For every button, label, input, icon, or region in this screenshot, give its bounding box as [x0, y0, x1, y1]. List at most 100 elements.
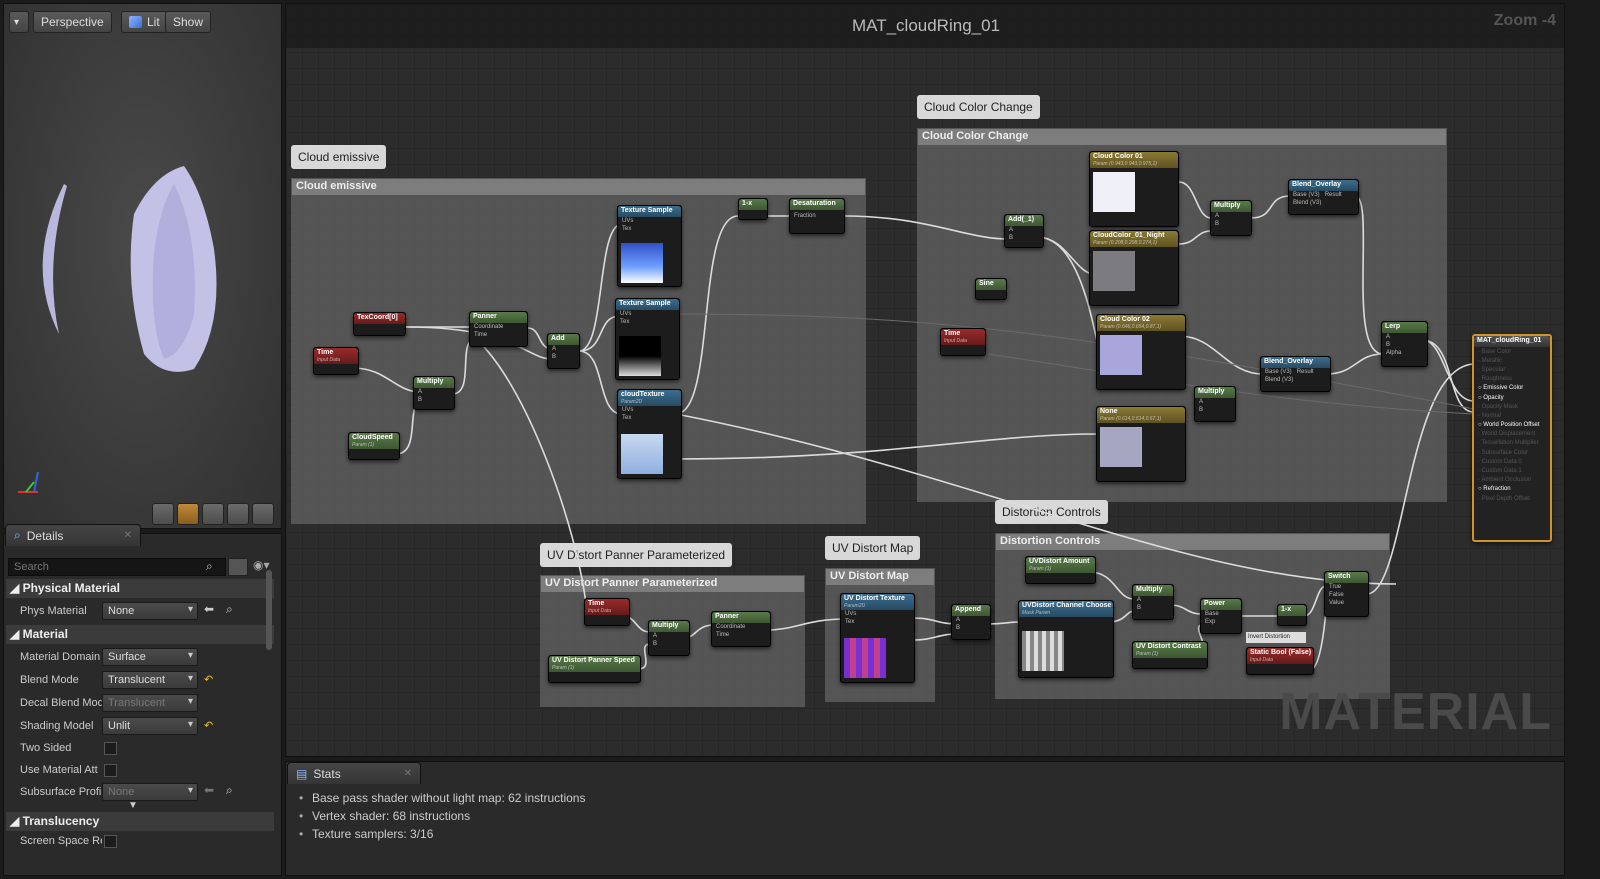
pin-a[interactable]: A [1009, 227, 1014, 233]
pin-b[interactable]: B [552, 354, 557, 360]
node-texcoord[interactable]: TexCoord[0] [353, 312, 406, 336]
result-pin[interactable]: · Custom Data 0 [1478, 458, 1522, 465]
pin-uvs[interactable]: UVs [622, 407, 634, 413]
result-pin[interactable]: · Ambient Occlusion [1478, 477, 1532, 484]
pin-value[interactable]: Value [1329, 600, 1344, 606]
pin-a[interactable]: A [653, 633, 658, 639]
pin-a[interactable]: A [418, 389, 423, 395]
result-pin[interactable]: · Opacity Mask [1478, 403, 1519, 410]
close-icon[interactable]: ✕ [123, 530, 132, 541]
section-physical-material[interactable]: ◢ Physical Material [6, 579, 274, 598]
pin-false[interactable]: False [1329, 592, 1344, 598]
result-pin[interactable]: · Roughness [1478, 376, 1513, 383]
result-pin[interactable]: · Subsurface Color [1478, 449, 1529, 456]
search-input[interactable] [8, 558, 226, 576]
pin-true[interactable]: True [1329, 584, 1342, 590]
expand-advanced-icon[interactable]: ▼ [128, 800, 138, 811]
reset-to-default-icon[interactable]: ↶ [204, 720, 214, 732]
node-sine[interactable]: Sine [975, 278, 1007, 300]
result-pin[interactable]: · Custom Data 1 [1478, 468, 1522, 475]
pin-time[interactable]: Time [716, 632, 730, 638]
pin-uvs[interactable]: UVs [845, 611, 857, 617]
pin-a[interactable]: A [1137, 597, 1142, 603]
pin-blend[interactable]: Blend (V3) [1293, 200, 1322, 206]
node-material-result[interactable]: MAT_cloudRing_01 · Base Color· Metallic·… [1472, 334, 1552, 542]
node-static-bool[interactable]: Static Bool (False)Input Data [1246, 647, 1314, 675]
pin-tex[interactable]: Tex [622, 226, 632, 232]
pin-a[interactable]: A [1199, 399, 1204, 405]
pin-b[interactable]: B [956, 625, 961, 631]
lit-button[interactable]: Lit [121, 11, 168, 33]
section-material[interactable]: ◢ Material [6, 625, 274, 644]
pin-b[interactable]: B [418, 397, 423, 403]
pin-a[interactable]: A [552, 346, 557, 352]
comment-bubble-cloud-color-change[interactable]: Cloud Color Change [917, 95, 1040, 119]
pin-base[interactable]: Base [1205, 611, 1219, 617]
result-pin[interactable]: · Pixel Depth Offset [1478, 495, 1530, 502]
pin-uvs[interactable]: UVs [620, 311, 632, 317]
node-one-minus[interactable]: 1-x [738, 198, 768, 220]
pin-coordinate[interactable]: Coordinate [474, 324, 504, 330]
browse-icon[interactable]: ⌕ [226, 783, 233, 797]
use-material-attr-checkbox[interactable] [104, 764, 117, 777]
pin-base[interactable]: Base (V3) Result [1261, 368, 1330, 376]
result-pin[interactable]: ○ Emissive Color [1478, 385, 1524, 392]
pin-blend[interactable]: Blend (V3) [1265, 377, 1294, 383]
pin-fraction[interactable]: Fraction [794, 213, 816, 219]
pin-tex[interactable]: Tex [620, 319, 630, 325]
details-scrollbar[interactable] [266, 570, 272, 650]
eye-icon[interactable]: ◉▾ [253, 558, 270, 572]
mesh-preview-icon[interactable] [252, 503, 274, 525]
grid-view-icon[interactable] [228, 558, 248, 576]
result-pin[interactable]: ○ Opacity [1478, 394, 1504, 401]
close-icon[interactable]: ✕ [403, 768, 412, 779]
result-pin[interactable]: ○ World Position Offset [1478, 422, 1540, 429]
pin-exp[interactable]: Exp [1205, 619, 1216, 625]
show-button[interactable]: Show [165, 11, 212, 33]
pin-b[interactable]: B [1137, 605, 1142, 611]
details-tab[interactable]: ⌕ Details ✕ [5, 524, 141, 546]
pin-uvs[interactable]: UVs [622, 218, 634, 224]
pin-a[interactable]: A [1386, 334, 1391, 340]
material-preview-viewport[interactable]: ▾ Perspective Lit Show [3, 3, 282, 529]
material-domain-combo[interactable]: Surface [102, 648, 198, 666]
result-pin[interactable]: · Normal [1478, 412, 1502, 419]
blend-mode-combo[interactable]: Translucent [102, 671, 198, 689]
comment-bubble-uv-distort-panner[interactable]: UV Distort Panner Parameterized [540, 543, 733, 567]
comment-cloud-emissive[interactable]: Cloud emissive [291, 178, 866, 524]
result-pin[interactable]: ○ Refraction [1478, 486, 1511, 493]
pin-b[interactable]: B [1009, 235, 1014, 241]
shading-model-combo[interactable]: Unlit [102, 717, 198, 735]
pin-b[interactable]: B [653, 641, 658, 647]
material-graph-canvas[interactable]: MAT_cloudRing_01 Zoom -4 Cloud emissive … [285, 3, 1565, 757]
two-sided-checkbox[interactable] [104, 742, 117, 755]
result-pin[interactable]: · Tessellation Multiplier [1478, 440, 1539, 447]
result-pin[interactable]: · Metallic [1478, 357, 1503, 364]
pin-base[interactable]: Base (V3) Result [1289, 191, 1358, 199]
pin-alpha[interactable]: Alpha [1386, 350, 1402, 356]
cylinder-preview-icon[interactable] [152, 503, 174, 525]
